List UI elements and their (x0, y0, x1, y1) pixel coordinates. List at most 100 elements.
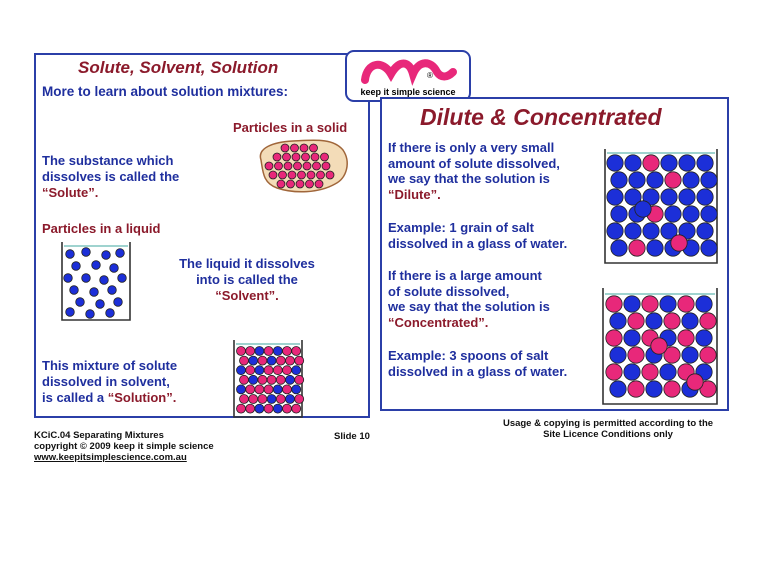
concentrated-beaker (602, 288, 718, 405)
solution-particle (239, 394, 249, 404)
solution-particle (245, 346, 256, 356)
liquid-particle (81, 273, 91, 283)
example-1-line-2: dissolved in a glass of water. (388, 235, 568, 251)
dilute-particle (624, 222, 642, 240)
liquid-particle (109, 263, 119, 273)
dilute-particle (646, 171, 664, 189)
solid-particle (283, 161, 293, 171)
concentrated-particle (623, 295, 641, 313)
conc-line-2: of solute dissolved, (388, 283, 510, 299)
solid-particle (295, 179, 305, 189)
solution-particle (263, 384, 274, 395)
solid-particle (280, 143, 290, 153)
solution-particle (239, 374, 249, 385)
concentrated-particle (609, 346, 627, 364)
dilute-particle (610, 171, 628, 189)
solid-particle (264, 161, 274, 171)
dilute-particle (646, 239, 664, 257)
solute-line-1: The substance which (42, 153, 174, 168)
liquid-beaker (61, 242, 131, 321)
solid-particle (314, 179, 324, 189)
liquid-particle (101, 250, 111, 260)
solution-particle (275, 394, 286, 404)
left-panel-title: Solute, Solvent, Solution (78, 58, 279, 77)
solution-particle (245, 384, 256, 395)
concentrated-particle (659, 295, 677, 313)
solution-particle (239, 355, 249, 366)
solid-particle (306, 170, 316, 180)
solution-particle (257, 355, 268, 366)
dilute-particle (682, 171, 700, 189)
liquid-label: Particles in a liquid (42, 221, 161, 236)
dilute-line-1: If there is only a very small (388, 140, 555, 155)
concentrated-particle (627, 346, 645, 364)
solution-particle (285, 374, 295, 385)
liquid-particle (89, 287, 99, 297)
solution-particle (257, 394, 268, 404)
solution-particle (282, 365, 292, 376)
solution-particle (272, 384, 283, 395)
solution-particle (254, 365, 265, 376)
concentrated-particle (663, 380, 681, 398)
solid-particle (268, 170, 278, 180)
concentrated-particle (650, 337, 668, 355)
solution-particle (263, 346, 274, 356)
example-1: Example: 1 grain of salt dissolved in a … (388, 220, 567, 251)
solution-particle (236, 384, 246, 395)
example-1-line-1: Example: 1 grain of salt (388, 220, 534, 235)
dilute-particle (696, 222, 714, 240)
concentrated-particle (677, 295, 695, 313)
concentrated-particle (645, 312, 663, 330)
solution-particle (285, 394, 295, 404)
concentrated-particle (605, 363, 623, 381)
dilute-particle (700, 205, 718, 223)
solution-particle (294, 374, 305, 385)
solution-particle (254, 384, 265, 395)
dilute-particle (664, 205, 682, 223)
footer-copyright: copyright © 2009 keep it simple science (34, 441, 214, 452)
liquid-particle (65, 249, 75, 259)
logo-mark-icon (361, 59, 457, 86)
solution-particle (248, 355, 259, 366)
concentrated-particle (699, 346, 717, 364)
conc-line-3: we say that the solution is (388, 299, 550, 314)
dilute-particle (670, 234, 688, 252)
solution-particle (266, 394, 277, 404)
left-panel (34, 53, 370, 418)
solid-particle (320, 152, 329, 162)
solution-particle (282, 403, 292, 414)
liquid-particle (85, 309, 95, 319)
solid-particle (316, 170, 325, 180)
dilute-particle (606, 154, 624, 172)
solid-particle (309, 143, 318, 153)
solution-particle (236, 346, 246, 356)
solution-particle (291, 403, 302, 414)
solution-particle (257, 374, 268, 385)
solid-particle (312, 161, 321, 171)
footer-website-link[interactable]: www.keepitsimplescience.com.au (34, 452, 187, 463)
solution-line-3a: is called a (42, 390, 108, 405)
example-2: Example: 3 spoons of salt dissolved in a… (388, 348, 567, 379)
solid-particle (297, 170, 306, 180)
solution-particle (282, 346, 292, 356)
liquid-particle (115, 248, 125, 258)
solution-particle (263, 403, 274, 414)
solvent-description: The liquid it dissolves into is called t… (160, 256, 334, 304)
dilute-particle (700, 239, 718, 257)
dilute-beaker (604, 149, 718, 264)
logo-box: ® keep it simple science (345, 50, 471, 102)
solid-particle (290, 143, 299, 153)
conc-term: “Concentrated”. (388, 314, 489, 330)
dilute-particle (660, 154, 678, 172)
dilute-particle (678, 188, 696, 206)
footer-course: KCiC.04 Separating Mixtures (34, 430, 164, 441)
solid-particle (278, 170, 287, 180)
logo-text: keep it simple science (360, 87, 456, 97)
dilute-particle (628, 171, 646, 189)
concentrated-description: If there is a large amount of solute dis… (388, 268, 550, 330)
conc-line-1: If there is a large amount (388, 268, 542, 283)
liquid-particle (71, 261, 81, 271)
concentrated-particle (695, 295, 713, 313)
liquid-particle (95, 299, 105, 309)
solution-particle (282, 384, 292, 395)
